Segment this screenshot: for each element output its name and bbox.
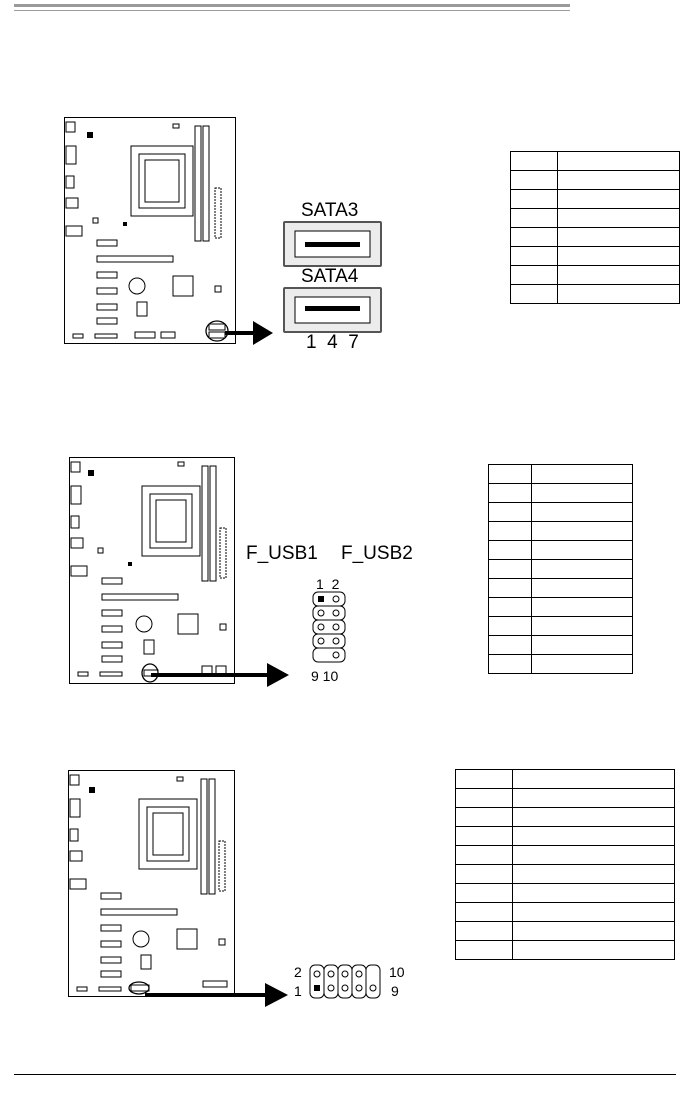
f-usb2-label: F_USB2 [341, 543, 413, 564]
pointer-arrow-icon [145, 983, 288, 1007]
sata-pin-numbers: 1 4 7 [306, 332, 359, 353]
sata4-label: SATA4 [301, 266, 359, 287]
table-row [488, 559, 633, 579]
table-row [488, 464, 633, 484]
sata-pin-table [510, 151, 680, 304]
usb-header-pins-icon [312, 591, 346, 663]
table-row [510, 227, 680, 247]
table-row [510, 189, 680, 209]
pointer-arrow-icon [225, 321, 273, 345]
table-row [455, 826, 675, 846]
table-row [488, 654, 633, 674]
usb-pin-bottom-numbers: 9 10 [311, 668, 339, 684]
header-pin-1-label: 1 [294, 983, 302, 999]
table-row [510, 246, 680, 266]
table-row [455, 902, 675, 922]
motherboard-layout-icon [70, 461, 227, 683]
table-row [455, 807, 675, 827]
table-row [488, 502, 633, 522]
header-pin-table [455, 769, 675, 960]
table-row [510, 284, 680, 304]
header-rule-thin [14, 10, 570, 11]
table-row [510, 170, 680, 190]
table-row [488, 616, 633, 636]
table-row [488, 635, 633, 655]
sata3-connector [283, 221, 382, 267]
usb-pin-table [488, 464, 633, 674]
table-row [510, 151, 680, 171]
motherboard-diagram-header [68, 770, 235, 997]
header-pin-9-label: 9 [391, 983, 399, 999]
usb-pin-top-numbers: 1 2 [316, 576, 340, 592]
sata3-label: SATA3 [301, 200, 359, 221]
header-pin-10-label: 10 [389, 964, 405, 980]
table-row [510, 265, 680, 285]
motherboard-diagram-sata [64, 117, 236, 344]
table-row [455, 921, 675, 941]
footer-rule [14, 1074, 676, 1075]
table-row [455, 940, 675, 960]
table-row [488, 483, 633, 503]
panel-header-pins-icon [309, 964, 381, 999]
table-row [455, 845, 675, 865]
table-row [488, 597, 633, 617]
sata-port-icon [294, 230, 371, 258]
sata-port-icon [294, 296, 371, 324]
table-row [455, 883, 675, 903]
table-row [455, 788, 675, 808]
table-row [510, 208, 680, 228]
motherboard-layout-icon [65, 121, 229, 342]
motherboard-diagram-usb [69, 457, 235, 684]
motherboard-layout-icon [69, 774, 228, 995]
table-row [455, 769, 675, 789]
header-pin-2-label: 2 [294, 964, 302, 980]
header-rule-thick [14, 4, 570, 7]
table-row [455, 864, 675, 884]
sata4-connector [283, 287, 382, 333]
table-row [488, 540, 633, 560]
pointer-arrow-icon [151, 663, 289, 687]
table-row [488, 521, 633, 541]
table-row [488, 578, 633, 598]
f-usb1-label: F_USB1 [246, 543, 318, 564]
